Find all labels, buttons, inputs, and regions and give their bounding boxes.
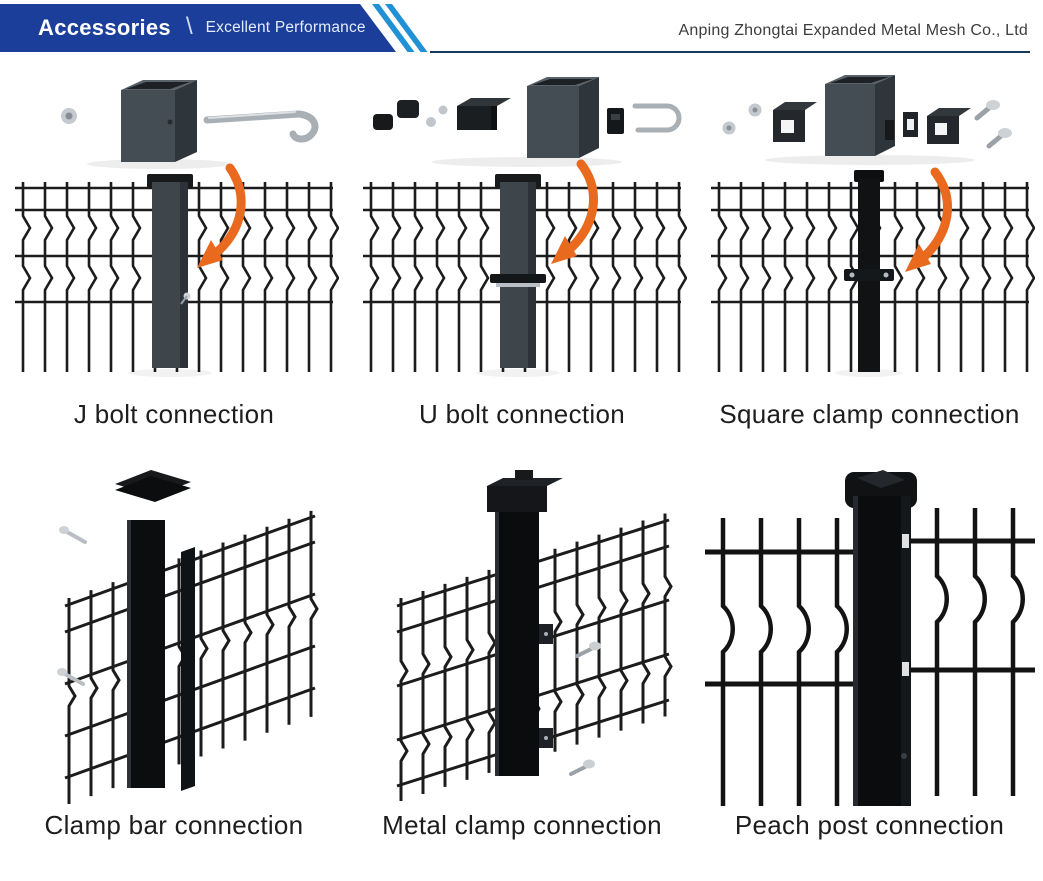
peach-post-illustration (704, 470, 1035, 806)
screw-icon (57, 526, 87, 686)
mesh-vertical-wires (21, 182, 339, 372)
fence-post (495, 512, 539, 776)
post-sleeve-icon (121, 80, 197, 162)
mesh-left (704, 518, 855, 806)
slotted-block-icon (902, 112, 918, 137)
cap-icon (373, 100, 419, 130)
peach-post (844, 470, 917, 806)
header-rule (430, 51, 1030, 53)
header-banner: Accessories \ Excellent Performance (0, 4, 396, 52)
post-sleeve-icon (527, 77, 599, 158)
post-sleeve-icon (824, 75, 895, 156)
panel-caption: Square clamp connection (719, 399, 1020, 429)
panel-grid: J bolt connection (0, 56, 1043, 841)
clip-icon (607, 108, 624, 134)
bolt-icon (569, 641, 601, 776)
banner-subtitle: Excellent Performance (205, 19, 366, 36)
clamp-bar-illustration (57, 470, 319, 804)
u-clamp-fixed (490, 274, 546, 287)
page-header: Accessories \ Excellent Performance Anpi… (0, 0, 1043, 56)
banner-title: Accessories (38, 15, 171, 40)
curved-arrow-icon (551, 159, 598, 264)
fence-post (127, 520, 165, 788)
nut-icon (426, 105, 448, 127)
bolt-icon (974, 100, 1012, 149)
square-clamp-illustration (710, 75, 1035, 377)
fence-panel (15, 174, 339, 377)
metal-clamp-illustration (396, 470, 673, 801)
j-bolt-illustration (15, 80, 339, 377)
fence-post (147, 174, 193, 368)
panel-caption: Peach post connection (734, 810, 1005, 840)
j-bolt-fixed (180, 292, 191, 305)
u-bolt-illustration (363, 77, 687, 377)
panel-clamp-bar: Clamp bar connection (0, 430, 348, 841)
u-bolt-hardware (373, 77, 682, 167)
nut-icon (722, 103, 761, 135)
panel-metal-clamp: Metal clamp connection (348, 430, 696, 841)
metal-clamp-plate (539, 624, 553, 748)
banner-divider-icon: \ (185, 13, 193, 40)
panel-peach-post: Peach post connection (696, 430, 1043, 841)
panel-j-bolt: J bolt connection (0, 56, 348, 430)
fence-panel-perspective (64, 510, 319, 804)
panel-u-bolt: U bolt connection (348, 56, 696, 430)
post-cap-icon (487, 470, 563, 512)
post-cap-icon (115, 470, 191, 502)
panel-caption: Metal clamp connection (382, 810, 662, 840)
panel-caption: J bolt connection (73, 399, 275, 429)
u-bolt-icon (632, 103, 682, 133)
spacer-icon (884, 120, 894, 140)
company-name: Anping Zhongtai Expanded Metal Mesh Co.,… (678, 22, 1028, 39)
panel-square-clamp: Square clamp connection (696, 56, 1043, 430)
j-bolt-hardware (61, 80, 319, 169)
j-bolt-icon (203, 110, 319, 143)
panel-caption: U bolt connection (418, 399, 625, 429)
square-clamp-hardware (722, 75, 1012, 165)
fence-panel (363, 174, 687, 377)
panel-caption: Clamp bar connection (44, 810, 304, 840)
fence-panel (710, 170, 1035, 377)
clamp-bracket-icon (926, 108, 971, 144)
curved-arrow-icon (197, 163, 246, 268)
bracket-icon (457, 98, 511, 130)
mesh-right (907, 508, 1035, 796)
nut-icon (61, 108, 77, 124)
fence-post (495, 174, 541, 368)
curved-arrow-icon (904, 167, 952, 272)
clamp-bracket-icon (772, 102, 817, 142)
clamp-bar (181, 547, 195, 791)
square-clamp-fixed (843, 269, 894, 281)
